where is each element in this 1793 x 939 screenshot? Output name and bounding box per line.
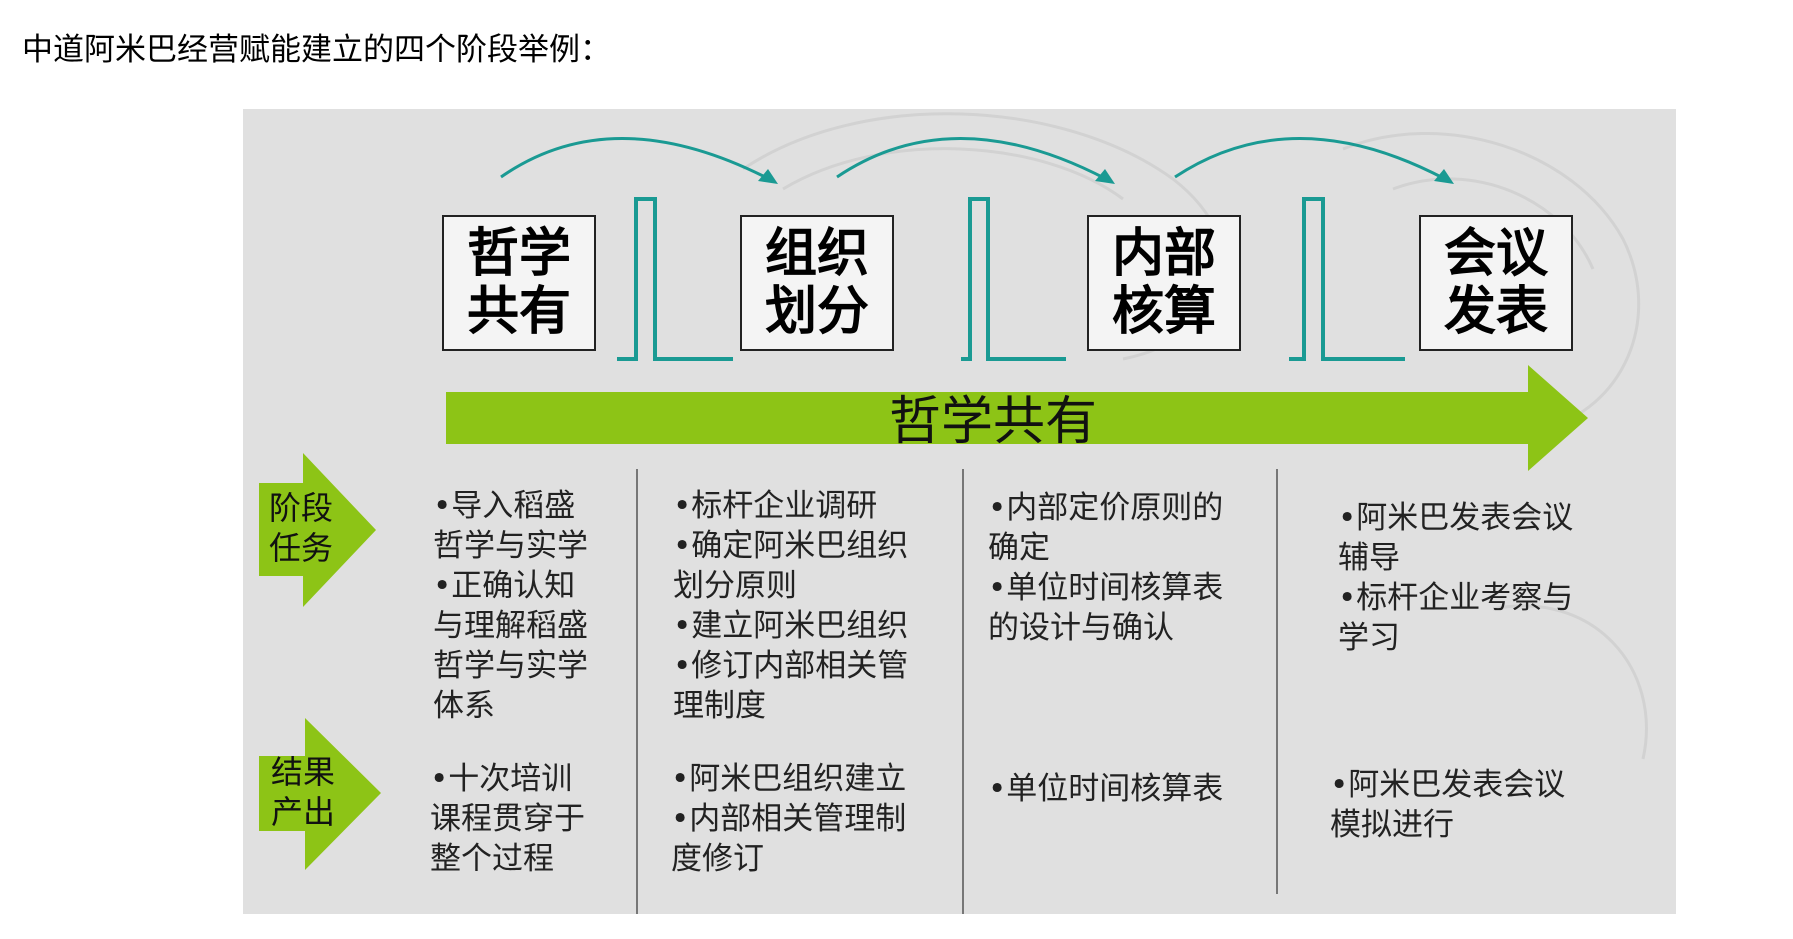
tasks-label-line: 阶段 xyxy=(268,489,333,527)
curved-arrow-3 xyxy=(1174,137,1446,181)
column-divider xyxy=(962,469,964,914)
diagram-graphics xyxy=(259,112,1648,870)
output-cell-meeting: •阿米巴发表会议模拟进行 xyxy=(1330,765,1565,845)
cell-text-line: •导入稻盛 xyxy=(433,488,576,524)
diagram-panel: 哲学共有 组织划分 内部核算 会议发表 哲学共有 阶段 任务 结果 产出 •导入… xyxy=(243,109,1676,914)
output-cell-philosophy: •十次培训课程贯穿于整个过程 xyxy=(430,759,585,879)
cell-text-line: •内部定价原则的 xyxy=(988,490,1224,526)
cell-text-line: •单位时间核算表 xyxy=(988,570,1224,606)
cell-text-line: 辅导 xyxy=(1338,540,1400,576)
outputs-chevron xyxy=(259,718,381,870)
outputs-label-line: 结果 xyxy=(270,753,335,791)
cell-text-line: 体系 xyxy=(433,688,495,724)
task-cell-philosophy: •导入稻盛哲学与实学•正确认知与理解稻盛哲学与实学体系 xyxy=(433,486,588,726)
tasks-chevron xyxy=(259,453,376,607)
curved-arrow-1 xyxy=(500,137,770,181)
cell-text-line: 哲学与实学 xyxy=(433,528,588,564)
cell-text-line: 的设计与确认 xyxy=(988,610,1174,646)
cell-text-line: •单位时间核算表 xyxy=(988,771,1224,807)
outputs-label: 结果 产出 xyxy=(263,752,343,832)
cell-text-line: 划分原则 xyxy=(673,568,797,604)
step-pulse-1 xyxy=(617,197,733,361)
cell-text-line: 整个过程 xyxy=(430,841,554,877)
cell-text-line: •阿米巴发表会议 xyxy=(1338,500,1574,536)
cell-text-line: 确定 xyxy=(988,530,1050,566)
stage-box-meeting: 会议发表 xyxy=(1419,215,1573,351)
curved-arrow-1-head xyxy=(758,169,778,184)
curved-arrow-2 xyxy=(836,137,1107,181)
cell-text-line: •十次培训 xyxy=(430,761,573,797)
cell-text-line: •修订内部相关管 xyxy=(673,648,909,684)
stage-box-philosophy: 哲学共有 xyxy=(442,215,596,351)
main-green-arrow xyxy=(446,365,1588,471)
cell-text-line: 模拟进行 xyxy=(1330,807,1454,843)
cell-text-line: •建立阿米巴组织 xyxy=(673,608,909,644)
step-pulse-2 xyxy=(961,197,1066,361)
stage-line: 共有 xyxy=(466,282,571,342)
output-cell-organization: •阿米巴组织建立 •内部相关管理制度修订 xyxy=(671,759,906,879)
cell-text-line: •确定阿米巴组织 xyxy=(673,528,909,564)
cell-text-line: 哲学与实学 xyxy=(433,648,588,684)
cell-text-line: 课程贯穿于 xyxy=(430,801,585,837)
column-divider xyxy=(1276,469,1278,894)
cell-text-line: •标杆企业调研 xyxy=(673,488,878,524)
tasks-label: 阶段 任务 xyxy=(261,488,341,568)
curved-arrow-3-head xyxy=(1434,169,1454,184)
task-cell-meeting: •阿米巴发表会议辅导 •标杆企业考察与学习 xyxy=(1338,498,1573,658)
stage-line: 划分 xyxy=(764,282,869,342)
curved-arrow-2-head xyxy=(1095,169,1115,184)
stage-line: 内部 xyxy=(1111,224,1216,284)
stage-line: 核算 xyxy=(1111,282,1216,342)
cell-text-line: 学习 xyxy=(1338,620,1400,656)
cell-text-line: •内部相关管理制 xyxy=(671,801,907,837)
cell-text-line: •阿米巴发表会议 xyxy=(1330,767,1566,803)
cell-text-line: 理制度 xyxy=(673,688,766,724)
cell-text-line: •阿米巴组织建立 xyxy=(671,761,907,797)
stage-transition-arrows xyxy=(500,137,1454,184)
stage-line: 会议 xyxy=(1443,224,1548,284)
tasks-label-line: 任务 xyxy=(268,529,333,567)
stage-line: 哲学 xyxy=(466,224,571,284)
cell-text-line: 度修订 xyxy=(671,841,764,877)
stage-line: 组织 xyxy=(764,224,869,284)
column-divider xyxy=(636,469,638,914)
task-cell-accounting: •内部定价原则的确定 •单位时间核算表的设计与确认 xyxy=(988,488,1223,648)
main-arrow-label: 哲学共有 xyxy=(888,392,1097,452)
outputs-label-line: 产出 xyxy=(270,793,335,831)
step-pulse-3 xyxy=(1289,197,1405,361)
task-cell-organization: •标杆企业调研 •确定阿米巴组织划分原则 •建立阿米巴组织 •修订内部相关管理制度 xyxy=(673,486,908,726)
page-title: 中道阿米巴经营赋能建立的四个阶段举例： xyxy=(22,32,611,68)
output-cell-accounting: •单位时间核算表 xyxy=(988,769,1223,809)
stage-line: 发表 xyxy=(1443,282,1548,342)
stage-box-organization: 组织划分 xyxy=(740,215,894,351)
cell-text-line: 与理解稻盛 xyxy=(433,608,588,644)
step-pulses xyxy=(617,197,1405,361)
stage-box-accounting: 内部核算 xyxy=(1087,215,1241,351)
cell-text-line: •标杆企业考察与 xyxy=(1338,580,1574,616)
cell-text-line: •正确认知 xyxy=(433,568,576,604)
